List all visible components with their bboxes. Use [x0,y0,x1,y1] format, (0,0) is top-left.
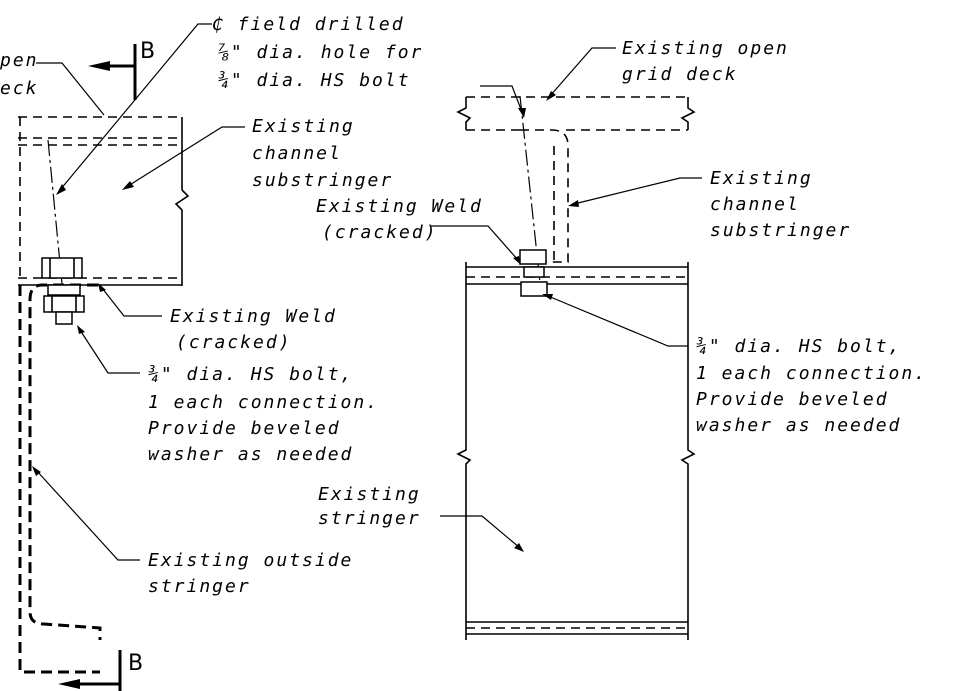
label-bolt-right-line3: Provide beveled [696,389,889,410]
left-bolt-head [41,257,83,279]
label-sub-left-line1: Existing [252,116,355,137]
label-sub-right-line2: channel [710,194,800,215]
label-deck-left-line1: pen [0,50,39,71]
section-letter-bottom: B [128,651,143,676]
label-weld-right-line2: (cracked) [322,222,438,243]
section-cut-bottom: B [58,650,143,691]
label-bolt-right-line1: ¾" dia. HS bolt, [696,336,901,357]
label-stringer-line1: Existing [318,484,421,505]
label-weld-left-line2: (cracked) [176,332,292,353]
label-deck-right-line2: grid deck [622,64,738,85]
section-cut-top: B [88,39,155,100]
label-bolt-left-line1: ¾" dia. HS bolt, [148,364,353,385]
label-outside-line1: Existing outside [148,550,353,571]
right-detail [456,95,696,640]
label-bolt-right-line2: 1 each connection. [696,363,927,384]
label-sub-right-line3: substringer [710,220,851,241]
left-break-line [174,189,190,211]
label-stringer-line2: stringer [318,508,421,529]
right-bolt-nut [520,281,548,297]
right-substringer [520,129,569,263]
leader-lines [32,23,702,561]
label-deck-right-line1: Existing open [622,38,789,59]
outside-stringer-outer [18,285,100,674]
label-bolt-right-line4: washer as needed [696,415,901,436]
label-sub-right-line1: Existing [710,168,813,189]
label-bolt-left-line2: 1 each connection. [148,392,379,413]
right-bolt-head [519,249,547,265]
outside-stringer-inner [28,283,102,640]
label-hole-line3: ¾" dia. HS bolt [218,70,411,91]
label-outside-line2: stringer [148,576,251,597]
label-bolt-left-line4: washer as needed [148,444,353,465]
label-deck-left-line2: eck [0,78,39,99]
label-sub-left-line3: substringer [252,170,393,191]
label-hole-line2: ⅞" dia. hole for [218,42,423,63]
label-hole-line1: ₵ field drilled [212,14,405,35]
label-bolt-left-line3: Provide beveled [148,418,341,439]
left-detail [18,116,190,674]
callout-text: pen eck ₵ field drilled ⅞" dia. hole for… [0,14,927,597]
left-bolt-nut [43,295,85,313]
section-letter-top: B [140,39,155,64]
label-weld-right-line1: Existing Weld [316,196,483,217]
label-sub-left-line2: channel [252,143,342,164]
label-weld-left-line1: Existing Weld [170,306,337,327]
left-bolt-centerline [47,139,67,326]
